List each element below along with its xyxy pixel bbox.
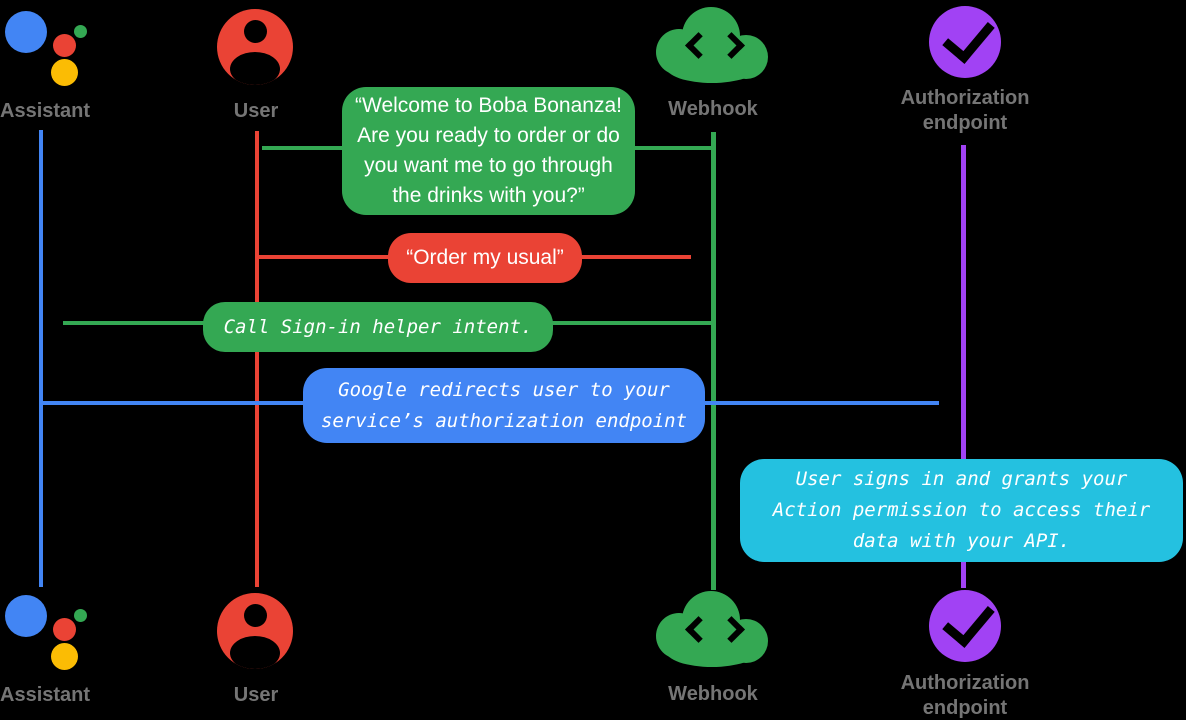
authorization-check-icon [929, 6, 1001, 78]
actor-label-authorization-endpoint: Authorization endpoint [900, 87, 1030, 134]
actor-label-assistant: Assistant [0, 684, 91, 706]
user-icon-shoulders [230, 52, 280, 85]
assistant-logo-green-dot [74, 609, 87, 622]
google-assistant-logo-icon [0, 5, 90, 90]
user-signs-in-note-line: User signs in and grants your [795, 468, 1128, 490]
checkmark-icon [942, 9, 995, 64]
actor-label-authorization-endpoint: Authorization endpoint [900, 672, 1030, 719]
actor-label-user: User [233, 100, 279, 122]
signin-helper-message-box: Call Sign-in helper intent. [203, 302, 553, 352]
order-message-box: “Order my usual” [388, 233, 582, 283]
actor-label-webhook: Webhook [668, 98, 758, 120]
actor-label-webhook: Webhook [668, 683, 758, 705]
user-signs-in-note-line: Action permission to access their [772, 499, 1151, 521]
user-lifeline [255, 131, 259, 587]
redirect-message-line: Google redirects user to your [338, 378, 670, 401]
assistant-lifeline [39, 130, 43, 587]
actor-label-user: User [233, 684, 279, 706]
webhook-lifeline [711, 132, 716, 590]
checkmark-icon [942, 593, 995, 648]
user-icon-head [244, 20, 267, 43]
authorization-endpoint-lifeline [961, 145, 966, 588]
actor-label-assistant: Assistant [0, 100, 91, 122]
google-assistant-logo-icon [0, 589, 90, 674]
assistant-logo-red-dot [53, 34, 76, 57]
welcome-message-line: the drinks with you?” [392, 184, 585, 207]
authorization-check-icon [929, 590, 1001, 662]
assistant-logo-green-dot [74, 25, 87, 38]
welcome-message-line: Are you ready to order or do [357, 124, 620, 147]
webhook-cloud-code-icon [656, 7, 768, 85]
signin-helper-message-text: Call Sign-in helper intent. [223, 315, 533, 338]
user-signs-in-note-line: data with your API. [852, 530, 1071, 552]
user-account-icon [217, 593, 293, 669]
order-message-text: “Order my usual” [406, 246, 564, 269]
welcome-message-box: “Welcome to Boba Bonanza! Are you ready … [342, 87, 635, 215]
user-icon-shoulders [230, 636, 280, 669]
assistant-logo-blue-dot [5, 595, 47, 637]
assistant-logo-red-dot [53, 618, 76, 641]
assistant-logo-yellow-dot [51, 643, 78, 670]
redirect-message-box: Google redirects user to your service’s … [303, 368, 705, 443]
welcome-message-line: you want me to go through [364, 154, 613, 177]
welcome-message-line: “Welcome to Boba Bonanza! [355, 94, 622, 117]
user-signs-in-note-box: User signs in and grants your Action per… [740, 459, 1183, 562]
redirect-message-line: service’s authorization endpoint [320, 409, 688, 432]
webhook-cloud-code-icon [656, 591, 768, 669]
assistant-logo-yellow-dot [51, 59, 78, 86]
assistant-logo-blue-dot [5, 11, 47, 53]
user-icon-head [244, 604, 267, 627]
user-account-icon [217, 9, 293, 85]
